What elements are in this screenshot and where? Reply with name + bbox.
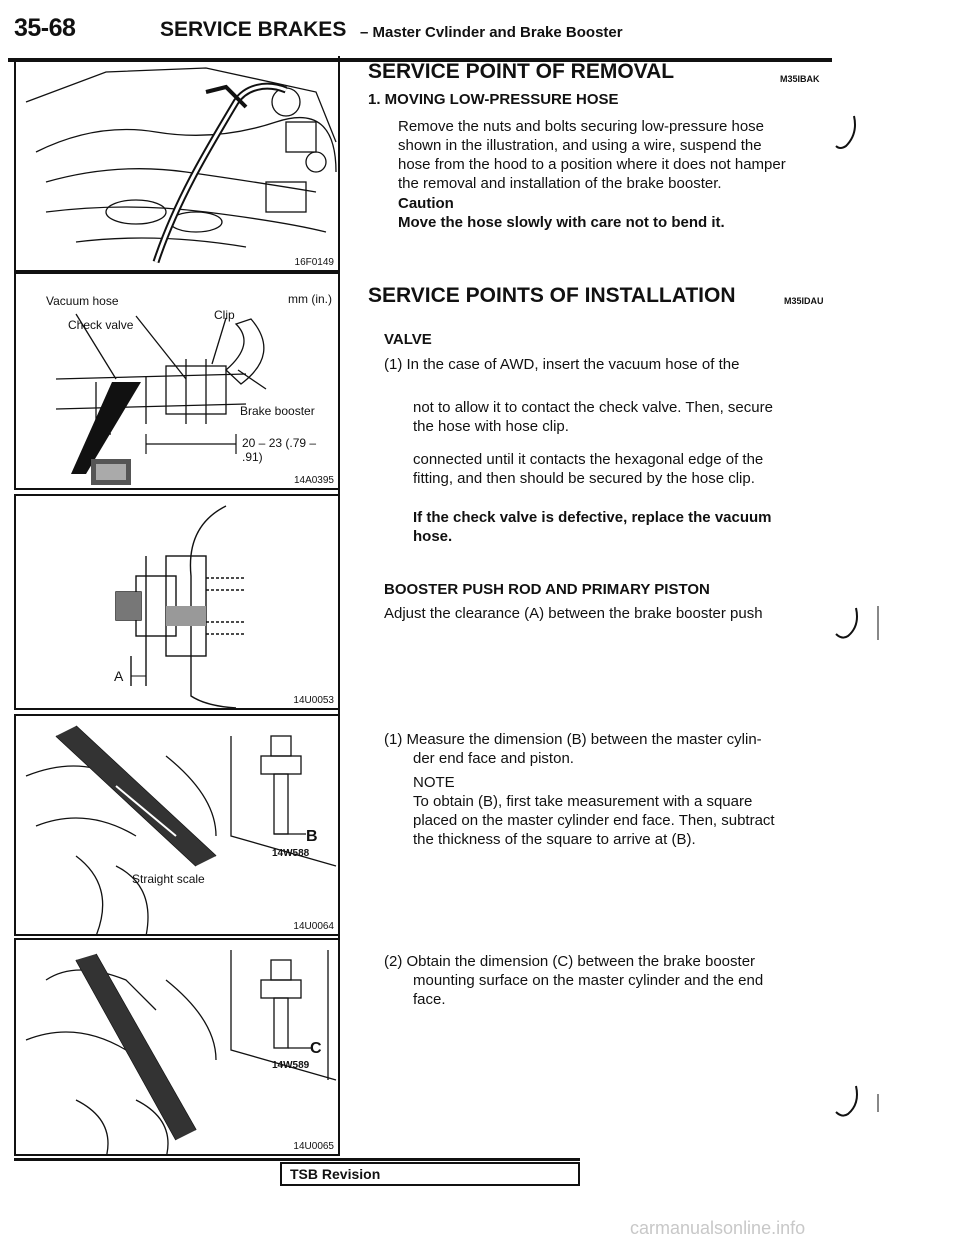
note-line-2: placed on the master cylinder end face. … — [413, 812, 775, 829]
valve-heading: VALVE — [384, 331, 432, 348]
section-title: SERVICE BRAKES — [160, 18, 347, 41]
straight-scale-label: Straight scale — [132, 872, 205, 886]
figure-engine-hose: 16F0149 — [14, 60, 340, 272]
step2-line-1: (2) Obtain the dimension (C) between the… — [384, 953, 756, 970]
removal-para-4: the removal and installation of the brak… — [398, 175, 722, 192]
brake-booster-label: Brake booster — [240, 404, 315, 418]
step2-line-2: mounting surface on the master cylinder … — [413, 972, 764, 989]
check-valve-label: Check valve — [68, 318, 134, 332]
clip-label: Clip — [214, 308, 235, 322]
page-header: 35-68 SERVICE BRAKES – Master Cvlinder a… — [0, 10, 960, 62]
binder-mark — [835, 115, 856, 149]
caution-label: Caution — [398, 195, 454, 212]
footer-rule — [14, 1158, 580, 1161]
removal-para-1: Remove the nuts and bolts securing low-p… — [398, 118, 765, 135]
figure-id: 14A0395 — [293, 475, 334, 486]
valve-line-5: fitting, and then should be secured by t… — [413, 470, 755, 487]
step2-line-3: face. — [413, 991, 446, 1008]
removal-step: 1. MOVING LOW-PRESSURE HOSE — [368, 91, 619, 108]
valve-line-4: connected until it contacts the hexagona… — [413, 451, 764, 468]
note-label: NOTE — [413, 774, 455, 791]
tsb-revision-label: TSB Revision — [290, 1166, 381, 1182]
note-line-1: To obtain (B), first take measurement wi… — [413, 793, 753, 810]
removal-code: M35IBAK — [780, 74, 820, 84]
watermark: carmanualsonline.info — [630, 1218, 806, 1238]
figure-push-rod-clearance: A 14U0053 — [14, 494, 340, 710]
units-label: mm (in.) — [288, 292, 332, 306]
caliper-b-illustration — [25, 725, 337, 934]
figure-measure-c: C 14W589 14U0065 — [14, 938, 340, 1156]
dimension-label: 20 – 23 (.79 – .91) — [242, 436, 317, 464]
installation-code: M35IDAU — [784, 296, 824, 306]
booster-line-1: Adjust the clearance (A) between the bra… — [384, 605, 763, 622]
figure-id: 14U0053 — [293, 695, 334, 706]
step1-line-2: der end face and piston. — [413, 750, 574, 767]
valve-line-1: (1) In the case of AWD, insert the vacuu… — [384, 356, 740, 373]
inset-id: 14W589 — [272, 1060, 310, 1071]
figure-id: 14U0064 — [293, 921, 334, 932]
step1-line-1: (1) Measure the dimension (B) between th… — [384, 731, 762, 748]
label-c: C — [310, 1040, 322, 1057]
note-line-3: the thickness of the square to arrive at… — [413, 831, 696, 848]
valve-warning-1: If the check valve is defective, replace… — [413, 509, 772, 526]
page-number: 35-68 — [14, 14, 76, 42]
valve-line-2: not to allow it to contact the check val… — [413, 399, 773, 416]
figure-id: 14U0065 — [293, 1141, 334, 1152]
vacuum-hose-label: Vacuum hose — [46, 294, 119, 308]
booster-heading: BOOSTER PUSH ROD AND PRIMARY PISTON — [384, 581, 710, 598]
removal-para-3: hose from the hood to a position where i… — [398, 156, 786, 173]
label-a: A — [114, 668, 124, 684]
engine-illustration — [25, 67, 337, 264]
section-subtitle: – Master Cvlinder and Brake Booster — [360, 24, 623, 41]
figure-id: 16F0149 — [294, 257, 334, 268]
figure-measure-b: B 14W588 Straight scale 14U0064 — [14, 714, 340, 936]
figure-check-valve: Vacuum hose mm (in.) Check valve Clip Br… — [14, 272, 340, 490]
check-valve-illustration — [55, 313, 267, 485]
removal-heading: SERVICE POINT OF REMOVAL — [368, 60, 675, 83]
valve-warning-2: hose. — [413, 528, 453, 545]
push-rod-illustration — [115, 505, 246, 708]
tsb-revision-box: TSB Revision — [280, 1162, 580, 1186]
label-b: B — [306, 828, 318, 845]
inset-id: 14W588 — [272, 848, 310, 859]
removal-para-2: shown in the illustration, and using a w… — [398, 137, 762, 154]
valve-line-3: the hose with hose clip. — [413, 418, 569, 435]
caution-text: Move the hose slowly with care not to be… — [398, 214, 725, 231]
binder-mark — [835, 606, 879, 640]
header-rule — [8, 58, 832, 62]
caliper-c-illustration — [25, 950, 337, 1154]
installation-heading: SERVICE POINTS OF INSTALLATION — [368, 284, 736, 307]
binder-mark — [835, 1085, 879, 1117]
